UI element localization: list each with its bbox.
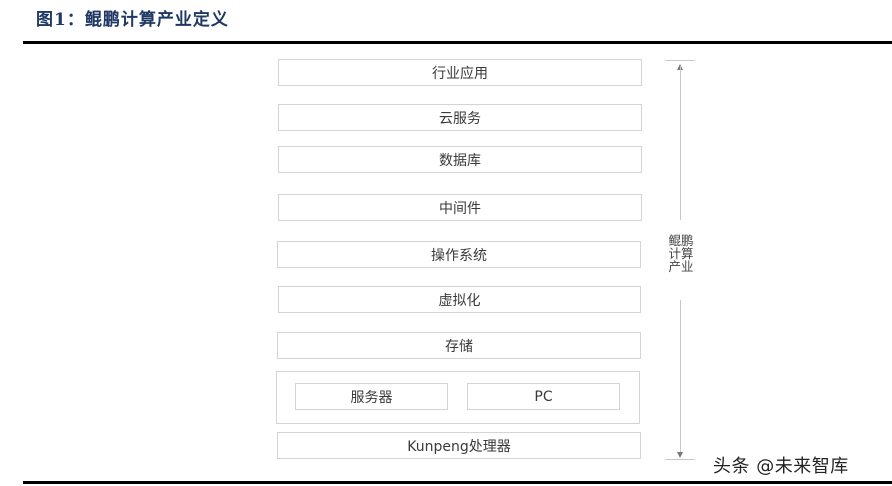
top-rule [23,41,892,44]
layer-label: 中间件 [439,200,481,217]
axis-line-upper [680,66,681,220]
side-axis-line: 计算 [668,246,694,261]
arrow-down-icon [677,452,683,458]
axis-bottom-cap [665,459,695,460]
layer-kunpeng-processor: Kunpeng处理器 [277,432,641,459]
layer-label: 存储 [445,338,473,355]
axis-line-lower [680,300,681,452]
layer-virtualization: 虚拟化 [278,286,641,313]
layer-label: 数据库 [439,152,481,169]
layer-storage: 存储 [277,332,641,359]
bottom-rule [23,481,892,484]
side-axis-label: 鲲鹏 计算 产业 [666,234,696,273]
layer-industry-applications: 行业应用 [278,59,642,86]
layer-label: 云服务 [439,110,481,127]
watermark: 头条 @未来智库 [713,456,849,477]
hardware-pc: PC [467,383,620,410]
layer-label: Kunpeng处理器 [407,438,511,455]
side-axis-line: 产业 [668,259,694,274]
hardware-label: PC [534,388,553,405]
side-axis-line: 鲲鹏 [668,233,694,248]
layer-operating-system: 操作系统 [277,241,641,268]
axis-top-cap [665,60,695,61]
layer-middleware: 中间件 [278,194,642,221]
hardware-label: 服务器 [350,389,393,406]
layer-label: 行业应用 [432,65,488,82]
layer-cloud-services: 云服务 [278,104,642,131]
hardware-server: 服务器 [295,383,448,410]
layer-label: 虚拟化 [438,292,481,309]
figure-title: 图1：鲲鹏计算产业定义 [36,10,229,30]
layer-label: 操作系统 [431,247,487,264]
layer-database: 数据库 [278,146,642,173]
